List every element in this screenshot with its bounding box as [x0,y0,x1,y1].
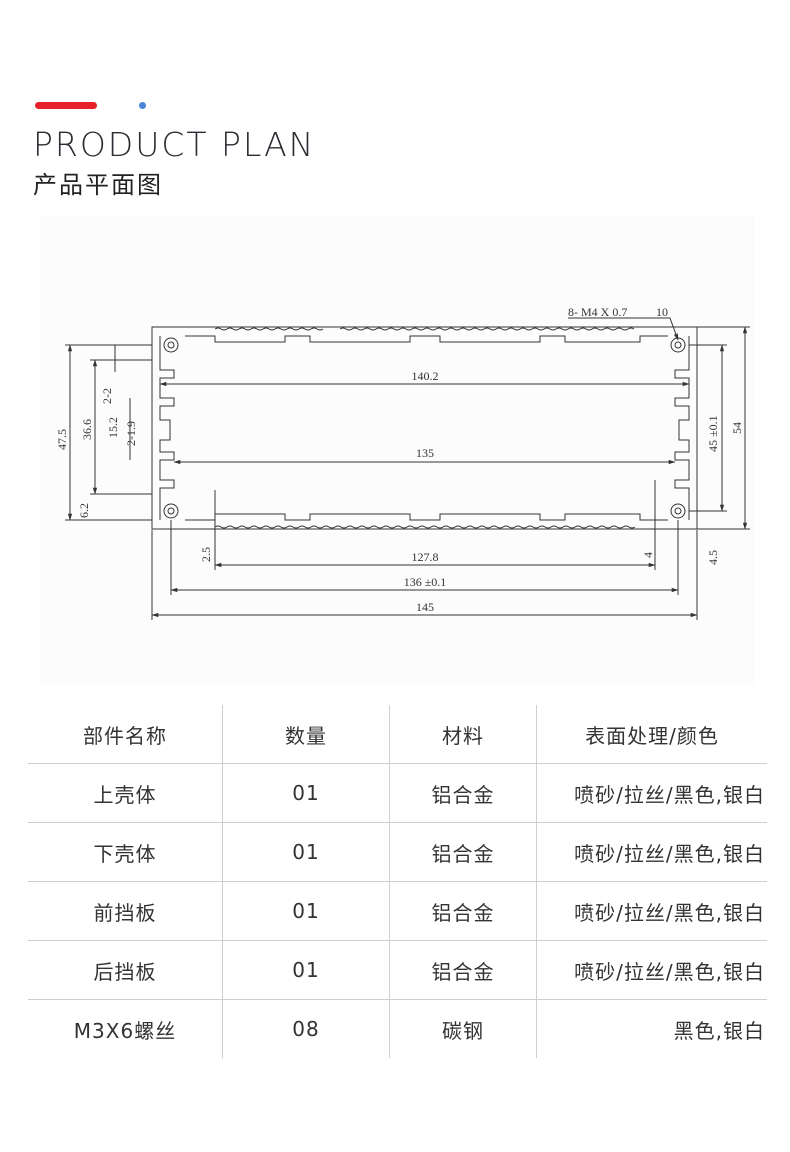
dim-slot-top: 2-2 [100,388,114,404]
dim-height-inner: 36.6 [80,419,94,440]
dim-hole-height: 45 ±0.1 [706,415,720,452]
table-header-row: 部件名称 数量 材料 表面处理/颜色 [28,705,767,764]
cell-part: 前挡板 [28,881,223,941]
cell-finish: 喷砂/拉丝/黑色,银白 [536,881,767,941]
cell-qty: 01 [222,881,390,941]
header-material: 材料 [389,705,537,764]
table-row: 下壳体 01 铝合金 喷砂/拉丝/黑色,银白 [28,822,767,882]
cell-qty: 01 [222,822,390,882]
cell-part: 后挡板 [28,940,223,1000]
cell-finish: 喷砂/拉丝/黑色,银白 [536,822,767,882]
cell-part: 下壳体 [28,822,223,882]
table-row: 后挡板 01 铝合金 喷砂/拉丝/黑色,银白 [28,940,767,1000]
dim-right-offset: 4 [641,552,655,558]
header-quantity: 数量 [222,705,390,764]
cell-finish: 喷砂/拉丝/黑色,银白 [536,940,767,1000]
table-row: 上壳体 01 铝合金 喷砂/拉丝/黑色,银白 [28,763,767,823]
dim-slot-pair: 2-1.9 [124,421,138,446]
technical-drawing: 8- M4 X 0.7 10 140.2 135 127.8 136 ±0.1 … [55,305,750,620]
cell-material: 碳钢 [389,999,537,1058]
dim-height-outer: 47.5 [55,429,69,450]
cell-qty: 01 [222,940,390,1000]
page-title-cn: 产品平面图 [33,171,163,199]
cell-finish: 黑色,银白 [536,999,767,1058]
right-side-wall [674,336,690,520]
hole-callout: 8- M4 X 0.7 [568,305,627,319]
dim-slot-span: 127.8 [412,550,439,564]
dim-bottom-right: 4.5 [706,550,720,565]
table-row: M3X6螺丝 08 碳钢 黑色,银白 [28,999,767,1058]
drawing-panel: 8- M4 X 0.7 10 140.2 135 127.8 136 ±0.1 … [40,215,755,685]
accent-dot [139,102,146,109]
dim-slot-mid: 15.2 [106,417,120,438]
cell-qty: 08 [222,999,390,1058]
dim-bottom-offset: 6.2 [77,503,91,518]
dim-inner-width: 140.2 [412,369,439,383]
dim-overall-width: 145 [416,600,434,614]
screw-hole-tr [670,337,686,353]
cell-material: 铝合金 [389,881,537,941]
enclosure-inner-wall [185,335,668,343]
hole-depth: 10 [656,305,668,319]
screw-hole-bl [163,503,179,519]
dim-left-offset: 2.5 [199,547,213,562]
cell-finish: 喷砂/拉丝/黑色,银白 [536,763,767,823]
table-row: 前挡板 01 铝合金 喷砂/拉丝/黑色,银白 [28,881,767,941]
left-side-wall [159,336,175,520]
enclosure-outline [151,326,698,530]
page-title-en: PRODUCT PLAN [33,125,316,164]
cell-part: 上壳体 [28,763,223,823]
dim-hole-pitch: 136 ±0.1 [404,575,447,589]
spec-table: 部件名称 数量 材料 表面处理/颜色 上壳体 01 铝合金 喷砂/拉丝/黑色,银… [28,705,767,1058]
cell-material: 铝合金 [389,822,537,882]
dim-mid-width: 135 [416,446,434,460]
cell-material: 铝合金 [389,940,537,1000]
cell-material: 铝合金 [389,763,537,823]
screw-hole-tl [163,337,179,353]
dim-total-height: 54 [730,422,744,434]
screw-hole-br [670,503,686,519]
cell-part: M3X6螺丝 [28,999,223,1058]
cell-qty: 01 [222,763,390,823]
header-part-name: 部件名称 [83,723,167,748]
accent-bar [35,102,97,109]
header-finish: 表面处理/颜色 [536,705,767,764]
